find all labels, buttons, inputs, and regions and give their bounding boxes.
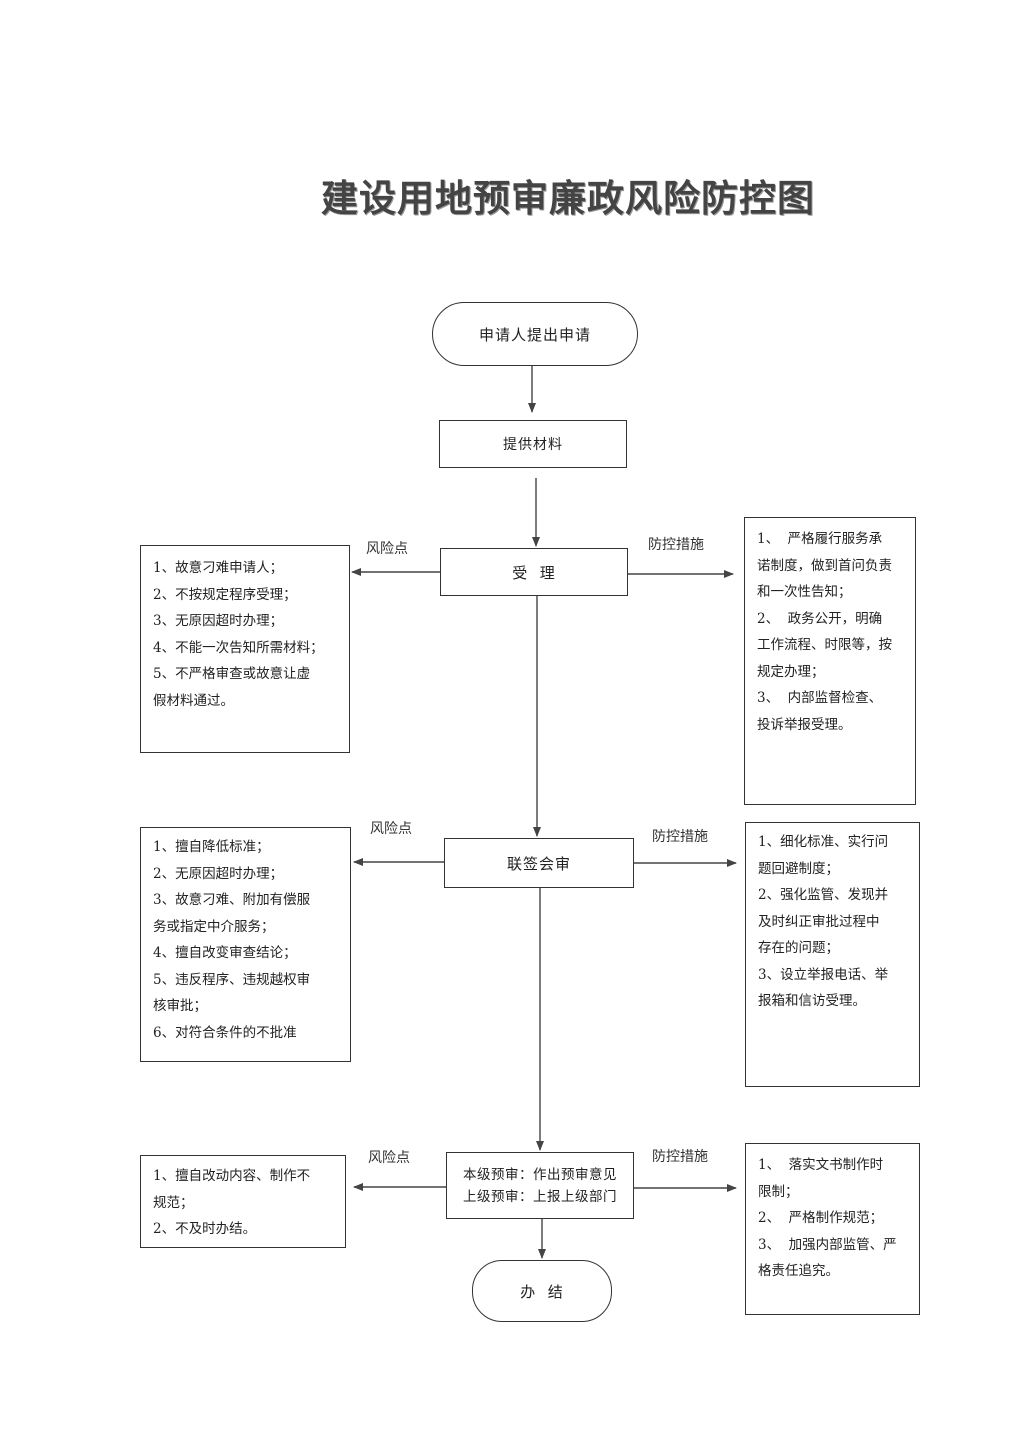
step-joint-review-label: 联签会审 xyxy=(506,854,571,873)
risk-item: 务或指定中介服务； xyxy=(153,918,275,935)
control-item: 存在的问题； xyxy=(758,940,839,956)
control-item: 题回避制度； xyxy=(758,860,839,877)
control-item: 限制； xyxy=(758,1183,799,1200)
control-box-accept: 1、 严格履行服务承 诺制度，做到首问负责 和一次性告知； 2、 政务公开，明确… xyxy=(744,517,916,805)
risk-item: 6、对符合条件的不批准 xyxy=(153,1024,297,1041)
risk-item: 5、违反程序、违规越权审 xyxy=(153,971,311,988)
control-label-3: 防控措施 xyxy=(652,1149,708,1165)
control-item: 3、设立举报电话、举 xyxy=(758,966,889,983)
risk-label-3: 风险点 xyxy=(368,1150,410,1166)
control-item: 3、 加强内部监管、严 xyxy=(758,1236,897,1253)
page-title: 建设用地预审廉政风险防控图 xyxy=(321,176,815,220)
risk-item: 3、故意刁难、附加有偿服 xyxy=(153,892,311,908)
risk-box-approval: 1、擅自改动内容、制作不 规范； 2、不及时办结。 xyxy=(140,1155,346,1248)
control-item: 1、细化标准、实行问 xyxy=(758,834,889,850)
step-pre-approval-line2: 上级预审：上报上级部门 xyxy=(463,1188,617,1205)
step-provide-materials-label: 提供材料 xyxy=(503,437,563,453)
control-item: 2、 严格制作规范； xyxy=(758,1210,884,1226)
step-provide-materials: 提供材料 xyxy=(439,420,627,468)
risk-item: 2、无原因超时办理； xyxy=(153,865,284,882)
control-item: 2、 政务公开，明确 xyxy=(757,610,883,627)
start-node-label: 申请人提出申请 xyxy=(478,325,591,344)
risk-item: 5、不严格审查或故意让虚 xyxy=(153,666,311,682)
control-box-review: 1、细化标准、实行问 题回避制度； 2、强化监管、发现并 及时纠正审批过程中 存… xyxy=(745,822,920,1087)
step-pre-approval: 本级预审：作出预审意见 上级预审：上报上级部门 xyxy=(446,1152,634,1219)
step-accept-label: 受 理 xyxy=(512,563,556,582)
start-node: 申请人提出申请 xyxy=(432,302,638,366)
step-pre-approval-line1: 本级预审：作出预审意见 xyxy=(463,1166,617,1183)
control-item: 投诉举报受理。 xyxy=(757,716,852,733)
end-node-label: 办 结 xyxy=(520,1282,564,1301)
risk-item: 1、故意刁难申请人； xyxy=(153,560,284,576)
step-accept: 受 理 xyxy=(440,548,628,596)
risk-item: 4、不能一次告知所需材料； xyxy=(153,639,324,656)
risk-item: 2、不按规定程序受理； xyxy=(153,586,297,603)
end-node: 办 结 xyxy=(472,1260,612,1322)
control-item: 2、强化监管、发现并 xyxy=(758,887,889,903)
control-label-1: 防控措施 xyxy=(648,537,704,553)
risk-item: 1、擅自降低标准； xyxy=(153,839,270,855)
control-item: 1、 落实文书制作时 xyxy=(758,1157,884,1173)
risk-item: 2、不及时办结。 xyxy=(153,1221,257,1237)
control-item: 格责任追究。 xyxy=(758,1263,839,1279)
risk-label-1: 风险点 xyxy=(366,541,408,557)
risk-item: 核审批； xyxy=(153,998,207,1014)
control-item: 规定办理； xyxy=(757,663,825,680)
control-item: 报箱和信访受理。 xyxy=(758,993,866,1009)
control-item: 和一次性告知； xyxy=(757,584,852,600)
risk-box-accept: 1、故意刁难申请人； 2、不按规定程序受理； 3、无原因超时办理； 4、不能一次… xyxy=(140,545,350,753)
risk-box-review: 1、擅自降低标准； 2、无原因超时办理； 3、故意刁难、附加有偿服 务或指定中介… xyxy=(140,827,351,1062)
risk-label-2: 风险点 xyxy=(370,821,412,837)
risk-item: 规范； xyxy=(153,1194,194,1211)
control-item: 及时纠正审批过程中 xyxy=(758,913,880,930)
control-item: 3、 内部监督检查、 xyxy=(757,690,883,706)
risk-item: 3、无原因超时办理； xyxy=(153,613,284,629)
risk-item: 4、擅自改变审查结论； xyxy=(153,945,297,961)
control-item: 工作流程、时限等，按 xyxy=(757,637,892,653)
control-item: 1、 严格履行服务承 xyxy=(757,531,883,547)
control-label-2: 防控措施 xyxy=(652,829,708,845)
control-box-approval: 1、 落实文书制作时 限制； 2、 严格制作规范； 3、 加强内部监管、严 格责… xyxy=(745,1143,920,1315)
control-item: 诺制度，做到首问负责 xyxy=(757,557,892,574)
step-joint-review: 联签会审 xyxy=(444,838,634,888)
risk-item: 1、擅自改动内容、制作不 xyxy=(153,1168,311,1184)
risk-item: 假材料通过。 xyxy=(153,692,234,709)
